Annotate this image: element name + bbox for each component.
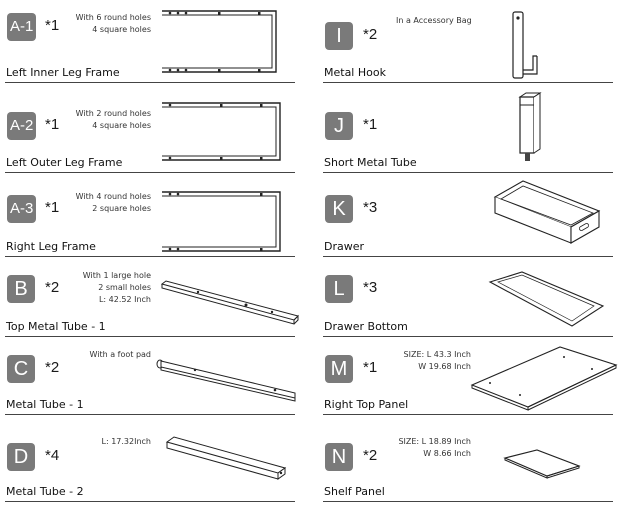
part-row-m: M *1 SIZE: L 43.3 Inch W 19.68 Inch Righ… (323, 343, 619, 427)
part-quantity: *1 (363, 116, 378, 133)
part-note-1: With 2 round holes (75, 109, 151, 118)
divider (323, 256, 613, 257)
part-quantity: *3 (363, 279, 378, 296)
part-name: Short Metal Tube (324, 156, 417, 169)
part-note-3: L: 42.52 Inch (98, 295, 151, 304)
part-quantity: *2 (45, 359, 60, 376)
divider (323, 82, 613, 83)
part-note-2: W 8.66 Inch (423, 449, 471, 458)
part-name: Drawer (324, 240, 365, 253)
part-note-1: With 1 large hole (82, 271, 151, 280)
part-badge: A-2 (7, 112, 37, 140)
leg-frame-illustration (162, 10, 277, 73)
part-note-1: With 6 round holes (75, 13, 151, 22)
part-row-n: N *2 SIZE: L 18.89 Inch W 8.66 Inch Shel… (323, 430, 619, 506)
divider (323, 414, 613, 415)
part-name: Left Inner Leg Frame (6, 66, 120, 79)
part-badge: J (325, 112, 353, 140)
part-note-1: With a foot pad (89, 350, 152, 359)
drawer-bottom-illustration (488, 271, 605, 327)
short-metal-tube-illustration (518, 92, 542, 161)
metal-tube-illustration (160, 280, 299, 325)
part-badge: B (7, 275, 35, 303)
part-name: Right Top Panel (324, 398, 409, 411)
part-note-2: 2 small holes (98, 283, 151, 292)
part-row-i: I *2 In a Accessory Bag Metal Hook (323, 0, 619, 84)
metal-tube-foot-pad-illustration (156, 359, 296, 402)
drawer-illustration (493, 180, 601, 244)
part-quantity: *2 (363, 447, 378, 464)
part-row-a1: A-1 *1 With 6 round holes 4 square holes… (5, 0, 301, 84)
part-note-2: 2 square holes (92, 204, 151, 213)
square-tube-illustration (165, 436, 287, 480)
shelf-panel-illustration (503, 449, 581, 479)
part-name: Metal Tube - 2 (6, 485, 84, 498)
divider (5, 256, 295, 257)
divider (5, 501, 295, 502)
part-name: Right Leg Frame (6, 240, 96, 253)
part-quantity: *1 (45, 17, 60, 34)
right-top-panel-illustration (470, 346, 618, 411)
part-row-b: B *2 With 1 large hole 2 small holes L: … (5, 262, 301, 346)
part-note-2: 4 square holes (92, 25, 151, 34)
part-quantity: *2 (45, 279, 60, 296)
divider (5, 336, 295, 337)
part-badge: L (325, 275, 353, 303)
divider (5, 414, 295, 415)
part-quantity: *2 (363, 26, 378, 43)
part-badge: M (325, 355, 353, 383)
divider (323, 501, 613, 502)
part-row-c: C *2 With a foot pad Metal Tube - 1 (5, 343, 301, 427)
part-badge: A-3 (7, 195, 37, 223)
part-name: Drawer Bottom (324, 320, 408, 333)
part-note-1: With 4 round holes (75, 192, 151, 201)
part-badge: K (325, 195, 353, 223)
divider (323, 336, 613, 337)
part-note-1: In a Accessory Bag (396, 16, 472, 25)
part-row-a2: A-2 *1 With 2 round holes 4 square holes… (5, 90, 301, 174)
part-name: Left Outer Leg Frame (6, 156, 123, 169)
part-row-k: K *3 Drawer (323, 177, 619, 261)
part-row-d: D *4 L: 17.32Inch Metal Tube - 2 (5, 430, 301, 506)
part-badge: A-1 (7, 13, 37, 41)
divider (5, 82, 295, 83)
part-quantity: *1 (45, 116, 60, 133)
part-badge: I (325, 22, 353, 50)
part-row-j: J *1 Short Metal Tube (323, 90, 619, 174)
part-note-1: L: 17.32Inch (101, 437, 152, 446)
part-name: Top Metal Tube - 1 (6, 320, 106, 333)
part-name: Metal Hook (324, 66, 386, 79)
leg-frame-illustration (162, 191, 281, 252)
part-name: Shelf Panel (324, 485, 385, 498)
part-row-l: L *3 Drawer Bottom (323, 262, 619, 346)
part-note-2: W 19.68 Inch (418, 362, 471, 371)
metal-hook-illustration (512, 11, 538, 79)
leg-frame-illustration (162, 102, 281, 161)
part-badge: N (325, 443, 353, 471)
divider (323, 172, 613, 173)
part-row-a3: A-3 *1 With 4 round holes 2 square holes… (5, 177, 301, 261)
part-name: Metal Tube - 1 (6, 398, 84, 411)
part-quantity: *1 (363, 359, 378, 376)
part-note-1: SIZE: L 18.89 Inch (398, 437, 471, 446)
part-note-2: 4 square holes (92, 121, 151, 130)
part-badge: C (7, 355, 35, 383)
part-quantity: *4 (45, 447, 60, 464)
part-quantity: *1 (45, 199, 60, 216)
part-note-1: SIZE: L 43.3 Inch (403, 350, 471, 359)
part-badge: D (7, 443, 35, 471)
divider (5, 172, 295, 173)
part-quantity: *3 (363, 199, 378, 216)
